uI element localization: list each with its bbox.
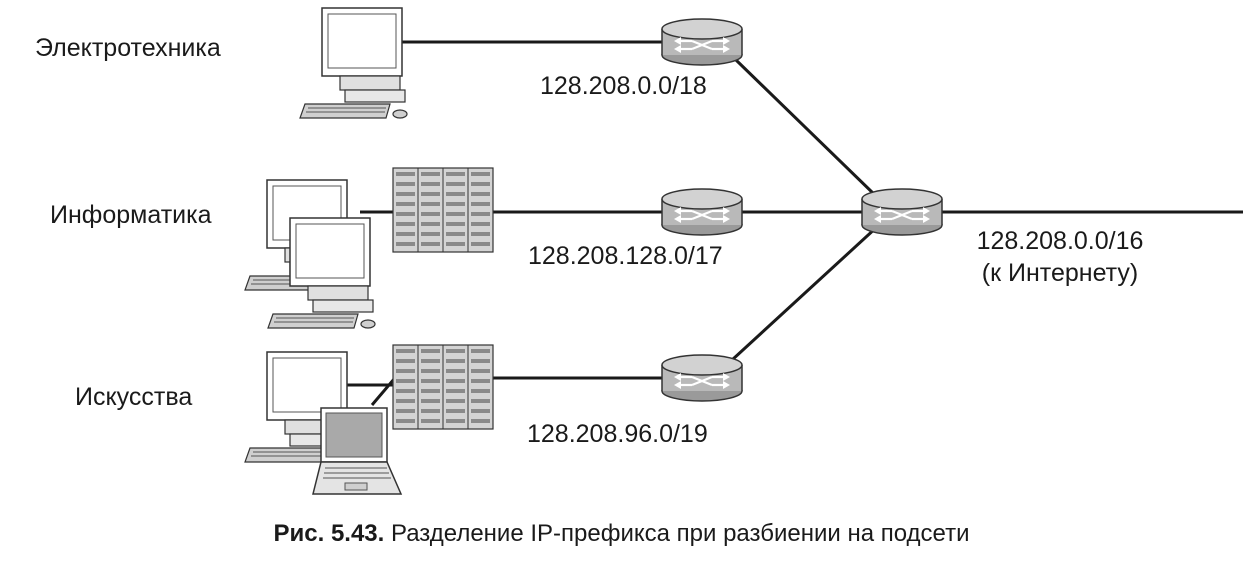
router-icon xyxy=(660,17,744,67)
prefix-label-arts: 128.208.96.0/19 xyxy=(527,420,708,448)
link-electrical-core xyxy=(734,58,878,198)
figure-caption-text: Разделение IP-префикса при разбиении на … xyxy=(391,520,970,547)
internet-note: (к Интернету) xyxy=(981,259,1139,287)
prefix-label-electrical: 128.208.0.0/18 xyxy=(540,72,707,100)
department-label-cs: Информатика xyxy=(50,201,212,229)
server-icon xyxy=(392,167,494,253)
router-icon xyxy=(660,353,744,403)
prefix-label-internet: 128.208.0.0/16 xyxy=(976,227,1144,255)
department-label-arts: Искусства xyxy=(75,383,193,411)
desktop-computer-icon xyxy=(299,7,408,119)
prefix-label-cs: 128.208.128.0/17 xyxy=(528,242,723,270)
figure-caption: Рис. 5.43. Разделение IP-префикса при ра… xyxy=(0,522,1243,546)
router-icon xyxy=(860,187,944,237)
router-icon xyxy=(660,187,744,237)
link-arts-core xyxy=(730,224,880,362)
department-label-electrical: Электротехника xyxy=(35,34,221,62)
server-icon xyxy=(392,344,494,430)
figure-number: Рис. 5.43. xyxy=(273,520,385,547)
laptop-icon xyxy=(312,407,402,495)
